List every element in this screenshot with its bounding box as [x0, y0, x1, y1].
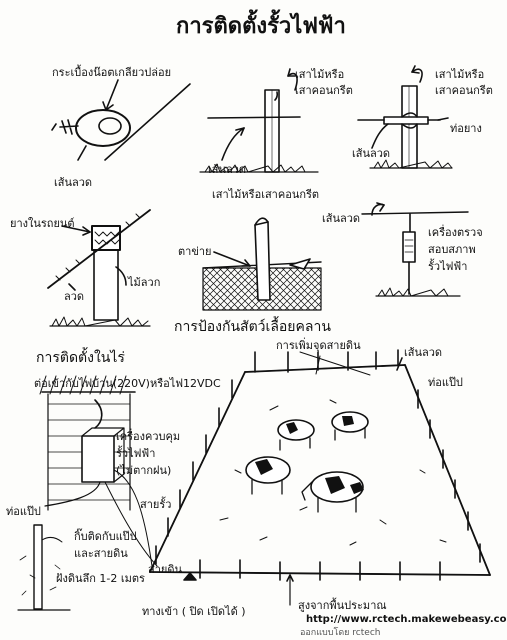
- post-right-wire-label: เส้นลวด: [352, 147, 391, 160]
- height-label: สูงจากพื้นประมาณ: [298, 599, 387, 612]
- tester-label-line3: รั้วไฟฟ้า: [428, 260, 468, 273]
- left-pipe-label: ท่อแป๊ป: [6, 505, 41, 518]
- controller-label-line3: (ไม่ตากฝน): [116, 464, 172, 477]
- controller-label-line1: เครื่องควบคุม: [116, 430, 181, 443]
- gate-label: ทางเข้า ( ปิด เปิดได้ ): [142, 605, 246, 618]
- controller-label-line2: รั้วไฟฟ้า: [116, 447, 156, 460]
- reptile-net-illustration: [202, 217, 322, 311]
- post-mid-wire-label: เส้นลวด: [208, 163, 247, 176]
- post-right-label-line2: เสาคอนกรีต: [435, 84, 493, 97]
- ground-line-label: สายดิน: [148, 563, 182, 576]
- clamp-label-line1: กิ๊บติดกับแป๊ป: [74, 530, 137, 543]
- ground-point-label: การเพิ่มจุดสายดิน: [276, 339, 361, 352]
- farm-section-title: การติดตั้งในไร่: [36, 350, 125, 366]
- rubber-insulated-post-illustration: [47, 209, 151, 327]
- post-wire-illustration-mid: [199, 68, 319, 173]
- farm-pipe-label: ท่อแป๊ป: [428, 376, 463, 389]
- fence-tester-illustration: [361, 202, 469, 297]
- post-pipe-illustration-right: [357, 65, 453, 169]
- bury-depth-label: ฝังดินลึก 1-2 เมตร: [56, 572, 145, 585]
- tester-label-line2: สอบสภาพ: [428, 243, 476, 256]
- footer-url: http://www.rctech.makewebeasy.com: [306, 614, 507, 625]
- clamp-label-line2: และสายดิน: [74, 547, 128, 560]
- tester-wire-label: เส้นลวด: [322, 212, 361, 225]
- net-label: ตาข่าย: [178, 245, 212, 258]
- power-connection-label: ต่อเข้ากับไฟบ้าน(220V)หรือไฟ12VDC: [34, 377, 221, 390]
- footer-credit: ออกแบบโดย rctech: [300, 628, 381, 638]
- post-mid-label-line1: เสาไม้หรือ: [295, 68, 345, 81]
- rubber-post-wire-label: ลวด: [64, 290, 85, 303]
- post-mid-label-line2: เสาคอนกรีต: [295, 84, 353, 97]
- insulator-screw-label: กระเบื้องน๊อตเกลียวปล่อย: [52, 66, 172, 79]
- insulator-screw-illustration: [51, 79, 191, 161]
- farm-wire-label: เส้นลวด: [404, 346, 443, 359]
- page-title: การติดตั้งรั้วไฟฟ้า: [176, 14, 346, 39]
- car-tube-label: ยางในรถยนต์: [10, 217, 75, 230]
- insulator-wire-label: เส้นลวด: [54, 176, 93, 189]
- fence-line-label: สายรั้ว: [140, 498, 172, 511]
- farm-layout-illustration: [17, 349, 491, 611]
- tester-label-line1: เครื่องตรวจ: [428, 226, 483, 239]
- rubber-pipe-label: ท่อยาง: [450, 122, 482, 135]
- post-right-label-line1: เสาไม้หรือ: [435, 68, 485, 81]
- reptile-protection-caption: การป้องกันสัตว์เลื้อยคลาน: [174, 319, 331, 335]
- bamboo-post-label: ไม้ลวก: [128, 276, 161, 289]
- net-post-label: เสาไม้หรือเสาคอนกรีต: [212, 188, 320, 201]
